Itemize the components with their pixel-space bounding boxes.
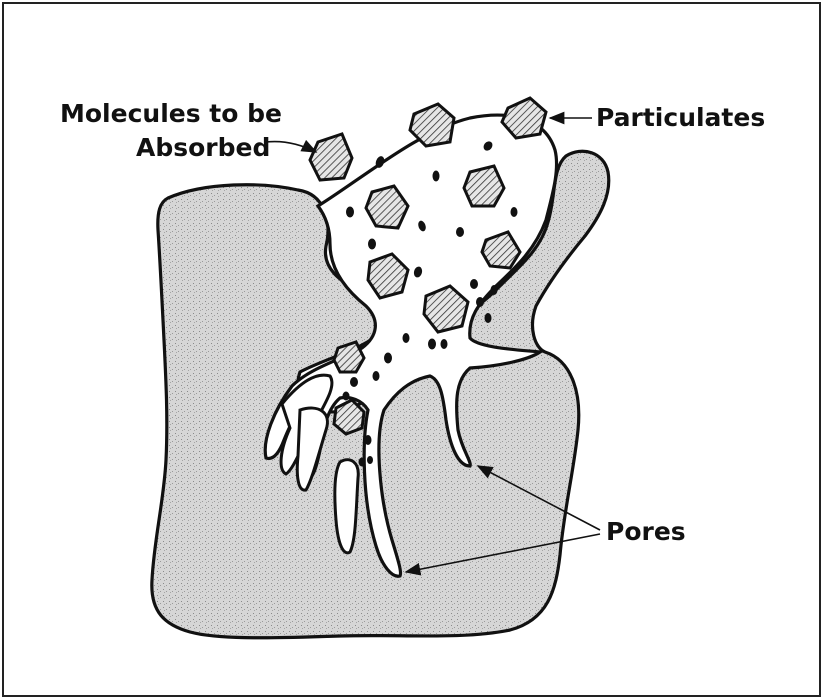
particulate-4 [464,166,504,206]
pore-finger-lower [335,460,358,553]
label-particulates: Particulates [596,103,765,132]
label-molecules-line1: Molecules to be [60,99,282,128]
label-pores: Pores [606,517,686,546]
label-molecules-line2: Absorbed [136,133,270,162]
particulate-9 [334,342,364,372]
